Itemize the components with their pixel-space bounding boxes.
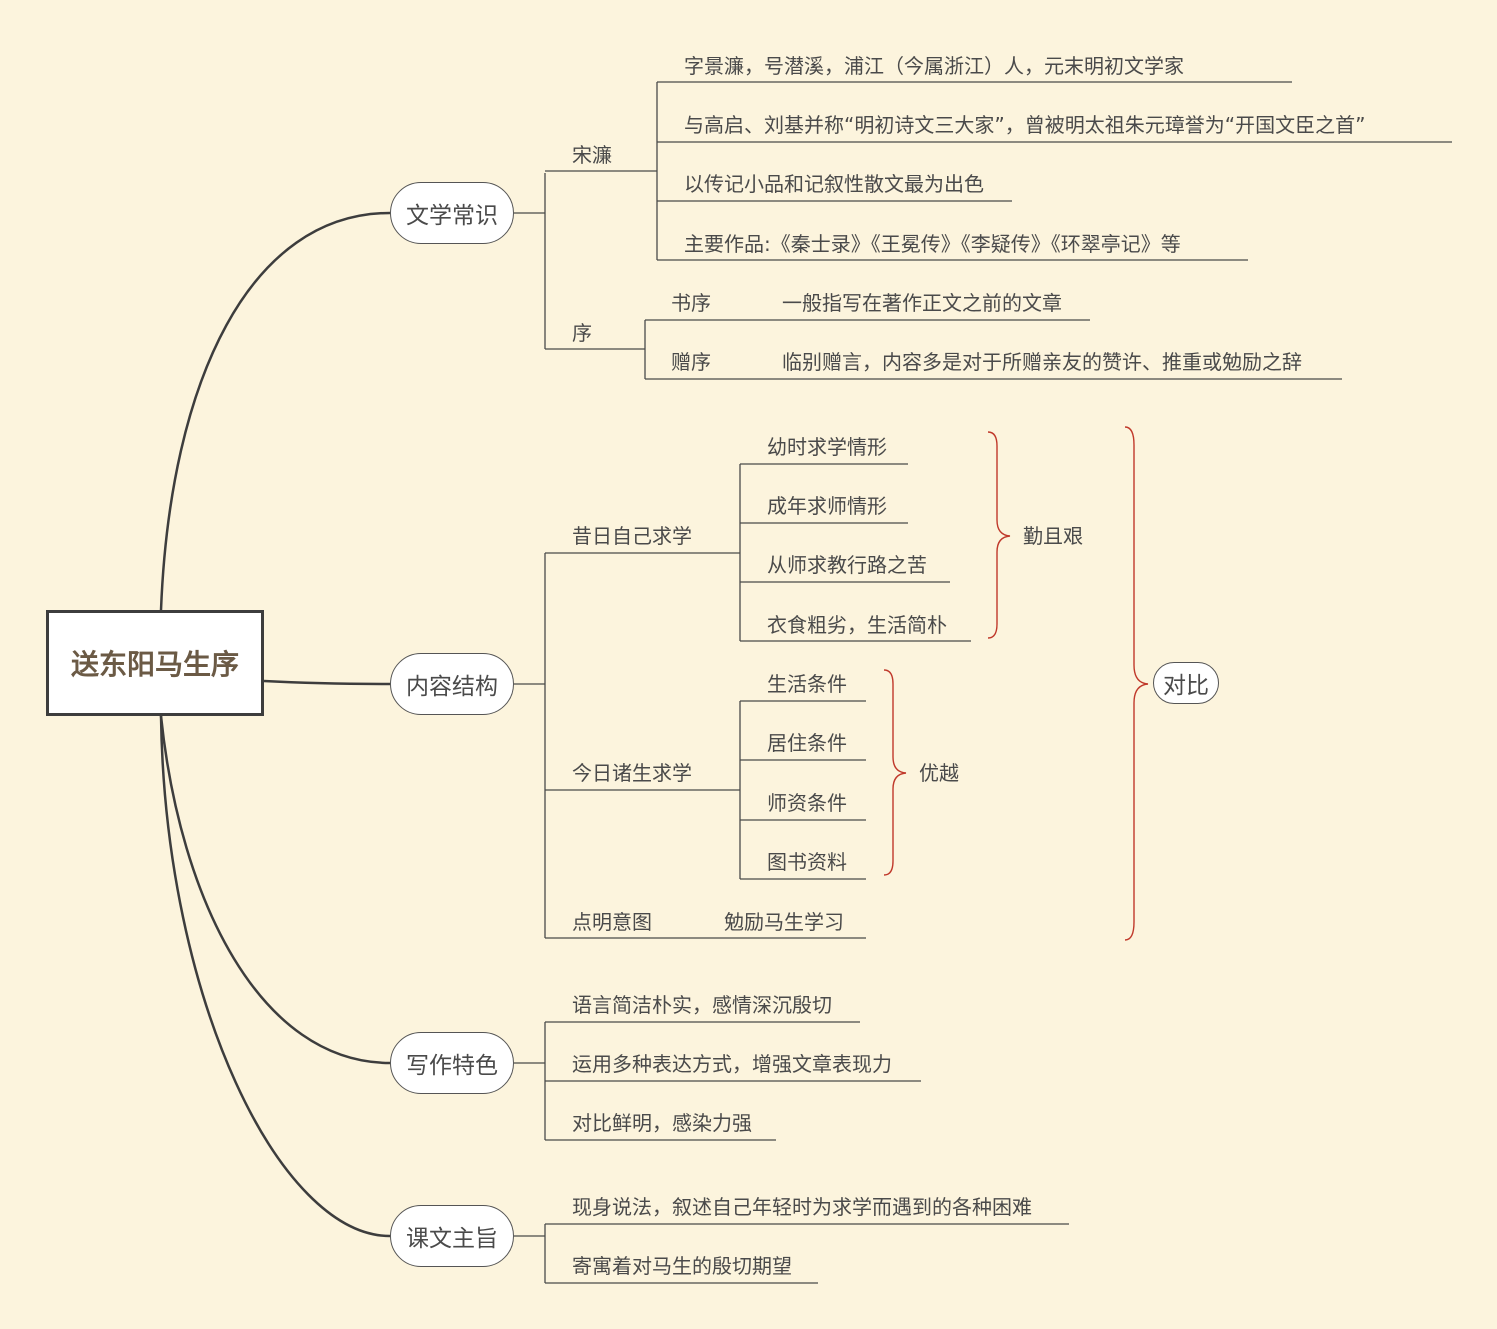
node-past-item[interactable]: 成年求师情形 [767,494,887,518]
node-present-item[interactable]: 图书资料 [767,850,847,874]
connector-root-content [263,679,391,686]
node-present-item[interactable]: 师资条件 [767,791,847,815]
root-topic[interactable]: 送东阳马生序 [46,610,264,716]
node-intent-desc[interactable]: 勉励马生学习 [724,910,844,934]
node-songlian-item[interactable]: 字景濂，号潜溪，浦江（今属浙江）人，元末明初文学家 [684,54,1184,78]
summary-contrast[interactable]: 对比 [1153,662,1219,704]
brace-superior [883,669,907,876]
node-shuxu[interactable]: 书序 [671,291,711,315]
topic-literary[interactable]: 文学常识 [390,182,514,244]
node-present-item[interactable]: 生活条件 [767,672,847,696]
node-writing-item[interactable]: 运用多种表达方式，增强文章表现力 [572,1052,892,1076]
brace-diligent [987,431,1011,639]
node-present-study[interactable]: 今日诸生求学 [572,761,692,785]
branch-lines [514,81,1452,1284]
summary-diligent[interactable]: 勤且艰 [1023,524,1083,548]
summary-superior[interactable]: 优越 [919,761,959,785]
brace-contrast [1124,426,1149,941]
connector-root-theme [159,715,391,1238]
node-writing-item[interactable]: 对比鲜明，感染力强 [572,1111,752,1135]
node-zengxu[interactable]: 赠序 [671,350,711,374]
root-connectors [159,211,391,1238]
node-theme-item[interactable]: 现身说法，叙述自己年轻时为求学而遇到的各种困难 [572,1195,1032,1219]
node-past-study[interactable]: 昔日自己求学 [572,524,692,548]
node-past-item[interactable]: 幼时求学情形 [767,435,887,459]
connector-root-literary [159,211,391,611]
topic-theme[interactable]: 课文主旨 [390,1205,514,1267]
node-past-item[interactable]: 从师求教行路之苦 [767,553,927,577]
topic-writing[interactable]: 写作特色 [390,1032,514,1094]
node-songlian-item[interactable]: 以传记小品和记叙性散文最为出色 [684,172,984,196]
node-writing-item[interactable]: 语言简洁朴实，感情深沉殷切 [572,993,832,1017]
brace-marks [883,426,1149,941]
topic-content[interactable]: 内容结构 [390,653,514,715]
node-present-item[interactable]: 居住条件 [767,731,847,755]
node-shuxu-desc[interactable]: 一般指写在著作正文之前的文章 [782,291,1062,315]
node-songlian-item[interactable]: 主要作品:《秦士录》《王冕传》《李疑传》《环翠亭记》等 [684,232,1181,256]
node-intent[interactable]: 点明意图 [572,910,652,934]
node-theme-item[interactable]: 寄寓着对马生的殷切期望 [572,1254,792,1278]
node-past-item[interactable]: 衣食粗劣，生活简朴 [767,613,947,637]
node-xu[interactable]: 序 [572,321,592,345]
node-zengxu-desc[interactable]: 临别赠言，内容多是对于所赠亲友的赞许、推重或勉励之辞 [782,350,1302,374]
connector-root-writing [159,715,391,1065]
node-songlian-item[interactable]: 与高启、刘基并称“明初诗文三大家”，曾被明太祖朱元璋誉为“开国文臣之首” [684,113,1366,137]
node-songlian[interactable]: 宋濂 [572,143,612,167]
